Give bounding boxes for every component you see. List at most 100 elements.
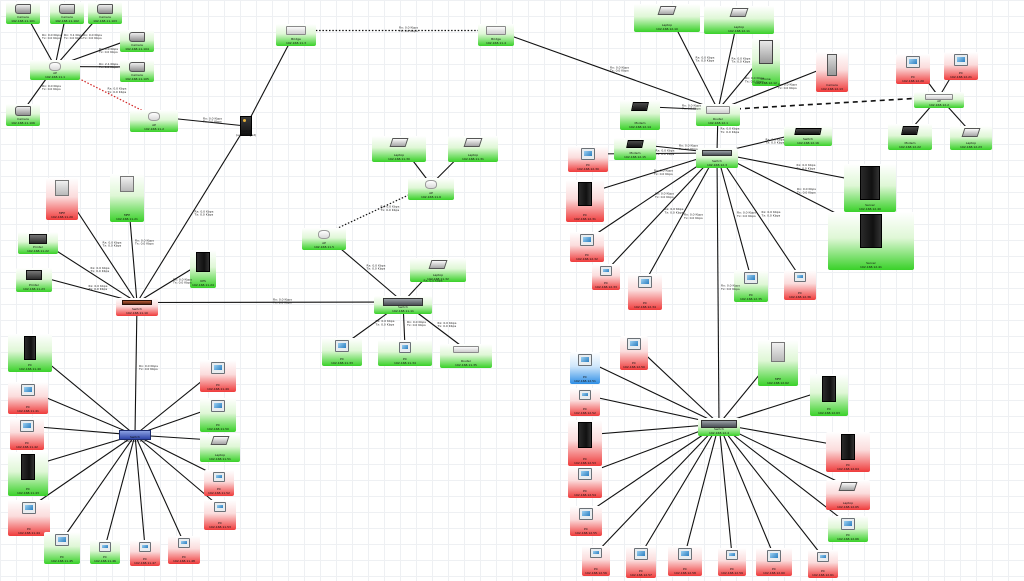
node-sw-left[interactable]: Switch 192.168.11.10 bbox=[116, 298, 158, 316]
node-mon-c2[interactable]: PC 192.168.11.34 bbox=[378, 340, 432, 366]
node-ind-sw[interactable]: Switch (unmanaged) bbox=[236, 114, 256, 138]
node-modem-fr[interactable]: Modem 192.168.12.22 bbox=[888, 124, 932, 150]
node-ap-center-1[interactable]: AP 192.168.11.5 bbox=[302, 228, 346, 250]
node-cam6[interactable]: Camera 192.168.11.106 bbox=[6, 104, 40, 126]
node-mon-r3[interactable]: PC 192.168.12.33 bbox=[592, 264, 620, 290]
node-tower-bl2[interactable]: PC 192.168.11.43 bbox=[8, 452, 48, 496]
node-mon-r6[interactable]: PC 192.168.12.36 bbox=[784, 270, 816, 300]
node-mon-brr6[interactable]: PC 192.168.12.57 bbox=[626, 546, 656, 578]
link-sw-left-sw-bottom-left[interactable] bbox=[134, 302, 138, 436]
node-mon-brr9[interactable]: PC 192.168.12.60 bbox=[756, 548, 792, 576]
node-bridge-a[interactable]: Bridge 192.168.11.3 bbox=[276, 24, 316, 46]
link-sw-bottom-right-mon-brr6[interactable] bbox=[640, 423, 720, 555]
node-mon-brr0[interactable]: PC 192.168.12.50 bbox=[620, 336, 648, 370]
node-mon-bl1[interactable]: PC 192.168.11.41 bbox=[8, 382, 48, 414]
node-sw-bottom-right[interactable]: Switch 192.168.12.4 bbox=[698, 418, 740, 436]
node-lap-c1[interactable]: Laptop 192.168.11.30 bbox=[372, 136, 426, 162]
link-sw-bottom-right-lap-brr[interactable] bbox=[718, 423, 849, 487]
node-mon-fr1[interactable]: PC 192.168.12.20 bbox=[896, 54, 930, 84]
node-server-r1[interactable]: Server 192.168.12.40 bbox=[844, 164, 896, 212]
link-sw-right-mon-r6[interactable] bbox=[716, 152, 801, 278]
link-sw-bottom-left-mon-bl6[interactable] bbox=[134, 434, 146, 548]
link-ind-sw-sw-left[interactable] bbox=[136, 125, 247, 303]
node-mon-r4[interactable]: PC 192.168.12.34 bbox=[628, 274, 662, 310]
node-mon-c1[interactable]: PC 192.168.11.33 bbox=[322, 338, 362, 366]
node-mfp-r[interactable]: MFP 192.168.12.62 bbox=[758, 340, 798, 386]
node-lap-fr[interactable]: Laptop 192.168.12.23 bbox=[950, 126, 992, 150]
node-mon-brr5[interactable]: PC 192.168.12.56 bbox=[582, 546, 610, 576]
node-mfp-2[interactable]: MFP 192.168.11.21 bbox=[110, 174, 144, 222]
node-mon-brr1[interactable]: PC 192.168.12.51 bbox=[570, 352, 600, 384]
node-lap-r2[interactable]: Laptop 192.168.12.11 bbox=[704, 6, 774, 34]
link-sw-bottom-left-mon-bl4[interactable] bbox=[61, 434, 136, 541]
link-sw-bottom-right-tower-brr1[interactable] bbox=[584, 423, 720, 436]
link-sw-bottom-right-mon-brr10[interactable] bbox=[718, 423, 824, 558]
link-sw-bottom-right-mon-brr7[interactable] bbox=[684, 423, 720, 555]
link-sw-bottom-right-mon-brr5[interactable] bbox=[595, 423, 720, 554]
node-cam5[interactable]: Camera 192.168.11.105 bbox=[120, 60, 154, 82]
link-core-right-ap-far[interactable] bbox=[717, 96, 940, 111]
node-mon-bl4[interactable]: PC 192.168.11.45 bbox=[44, 532, 80, 564]
link-sw-bottom-right-mon-brr2[interactable] bbox=[584, 394, 720, 425]
node-sw-center[interactable]: Switch 192.168.11.11 bbox=[374, 296, 432, 314]
link-sw-bottom-right-mon-brr8[interactable] bbox=[718, 423, 733, 556]
link-sw-bottom-left-mon-bl7[interactable] bbox=[134, 434, 185, 544]
node-tower-brr1[interactable]: PC 192.168.12.53 bbox=[568, 420, 602, 466]
node-mon-fr2[interactable]: PC 192.168.12.21 bbox=[944, 52, 978, 80]
node-mon-brr10[interactable]: PC 192.168.12.61 bbox=[808, 550, 838, 578]
node-server-r2[interactable]: Server 192.168.12.41 bbox=[828, 212, 914, 270]
node-mon-brr2[interactable]: PC 192.168.12.52 bbox=[570, 388, 600, 416]
node-tower-r1[interactable]: PC 192.168.12.31 bbox=[566, 180, 604, 222]
node-cam4[interactable]: Camera 192.168.11.104 bbox=[120, 30, 154, 52]
node-tower-brr2[interactable]: PC 192.168.12.63 bbox=[810, 374, 848, 416]
node-cam3[interactable]: Camera 192.168.11.103 bbox=[88, 2, 122, 24]
node-printer-l1[interactable]: Printer 192.168.11.22 bbox=[18, 232, 58, 254]
node-mon-brr11[interactable]: PC 192.168.12.66 bbox=[828, 516, 868, 542]
node-cam2[interactable]: Camera 192.168.11.102 bbox=[50, 2, 84, 24]
node-bridge-b[interactable]: Bridge 192.168.11.4 bbox=[478, 24, 514, 46]
link-sw-bottom-right-mon-brr4[interactable] bbox=[585, 423, 720, 515]
link-cam-hub-ap-left[interactable] bbox=[54, 65, 155, 118]
node-mon-bl3[interactable]: PC 192.168.11.44 bbox=[8, 500, 50, 536]
node-pole-r[interactable]: Camera 192.168.12.13 bbox=[816, 52, 848, 92]
node-rtr-c[interactable]: Router 192.168.11.35 bbox=[440, 344, 492, 368]
link-bridge-b-core-right[interactable] bbox=[495, 29, 719, 111]
node-mon-r1[interactable]: PC 192.168.12.30 bbox=[568, 146, 608, 172]
node-cam-hub[interactable]: AP 192.168.11.1 bbox=[30, 60, 80, 80]
node-mon-br4[interactable]: PC 192.168.11.53 bbox=[204, 500, 236, 530]
node-lap-c2[interactable]: Laptop 192.168.11.31 bbox=[448, 136, 498, 162]
node-core-right[interactable]: Router 192.168.12.1 bbox=[696, 104, 740, 126]
link-sw-bottom-right-mon-brr0[interactable] bbox=[633, 343, 720, 425]
node-mon-br2[interactable]: PC 192.168.11.50 bbox=[200, 398, 236, 432]
link-sw-right-tower-r1[interactable] bbox=[584, 152, 718, 195]
node-mon-r2[interactable]: PC 192.168.12.32 bbox=[570, 232, 604, 262]
node-lap-br[interactable]: Laptop 192.168.11.51 bbox=[200, 434, 240, 462]
node-mon-bl5[interactable]: PC 192.168.11.46 bbox=[90, 540, 120, 564]
node-mon-bl2[interactable]: PC 192.168.11.42 bbox=[10, 418, 44, 450]
node-ap-left[interactable]: AP 192.168.11.2 bbox=[130, 110, 178, 132]
link-sw-right-mon-r3[interactable] bbox=[605, 152, 718, 272]
link-sw-right-mon-r2[interactable] bbox=[586, 152, 718, 241]
node-mon-brr3[interactable]: PC 192.168.12.54 bbox=[568, 466, 602, 498]
node-lap-c3[interactable]: Laptop 192.168.11.32 bbox=[410, 258, 466, 282]
link-core-right-pole-r[interactable] bbox=[717, 64, 833, 111]
link-sw-right-sw-bottom-right[interactable] bbox=[716, 152, 720, 425]
link-ind-sw-bridge-a[interactable] bbox=[245, 30, 297, 127]
node-lap-r1[interactable]: Laptop 192.168.12.10 bbox=[634, 4, 700, 32]
node-sw-right[interactable]: Switch 192.168.12.3 bbox=[696, 148, 738, 168]
node-cam1[interactable]: Camera 192.168.11.101 bbox=[6, 2, 40, 24]
node-mon-br3[interactable]: PC 192.168.11.52 bbox=[204, 470, 234, 496]
link-sw-bottom-left-mon-bl2[interactable] bbox=[26, 425, 136, 436]
node-lap-brr[interactable]: Laptop 192.168.12.65 bbox=[826, 480, 870, 510]
link-sw-right-mon-r4[interactable] bbox=[644, 152, 718, 283]
link-sw-right-mon-r5[interactable] bbox=[716, 152, 752, 279]
node-sw-dark-r[interactable]: Switch 192.168.12.16 bbox=[784, 126, 832, 146]
node-mon-brr4[interactable]: PC 192.168.12.55 bbox=[570, 506, 602, 536]
node-sw-bottom-left[interactable]: Switch 192.168.11.12 bbox=[116, 428, 154, 444]
node-modem-r2[interactable]: Modem 192.168.12.15 bbox=[614, 138, 656, 160]
node-printer-l2[interactable]: Printer 192.168.11.23 bbox=[16, 268, 52, 292]
node-modem-r[interactable]: Modem 192.168.12.14 bbox=[620, 100, 660, 130]
node-mon-bl7[interactable]: PC 192.168.11.48 bbox=[168, 536, 200, 564]
link-sw-bottom-right-mon-brr1[interactable] bbox=[584, 359, 720, 425]
